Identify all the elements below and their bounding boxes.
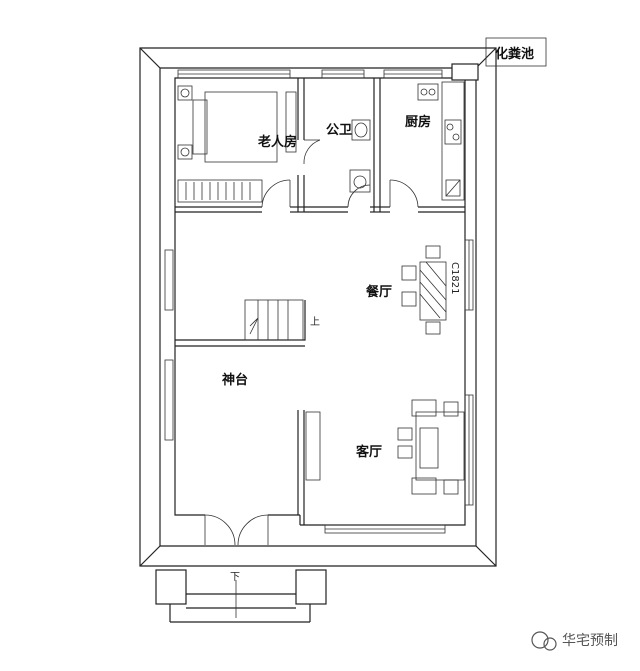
public-wc-label: 公卫: [326, 123, 352, 138]
living-room-label: 客厅: [356, 444, 382, 460]
window-code: C1821: [449, 262, 460, 294]
kitchen-label: 厨房: [405, 114, 431, 130]
septic-tank-label: 化粪池: [495, 46, 534, 62]
porch: [155, 569, 327, 623]
stair-down-label: 下: [230, 572, 240, 583]
entrance-door: [204, 514, 269, 546]
wardrobe-hatching: [185, 182, 251, 200]
elder-room-label: 老人房: [257, 134, 297, 150]
stair-up-label: 上: [310, 316, 320, 328]
interior-walls: [175, 78, 465, 525]
dining-label: 餐厅: [365, 284, 392, 300]
dining-table: [401, 245, 447, 335]
windows: [164, 69, 474, 534]
living-furniture: [305, 399, 465, 495]
staircase: [244, 299, 304, 341]
watermark: 华宅预制: [531, 631, 618, 651]
watermark-text: 华宅预制: [562, 633, 618, 649]
kitchen-fixtures: [389, 81, 465, 208]
wechat-icon: [531, 631, 549, 649]
wc-fixtures: [303, 119, 371, 208]
elder-room-furniture: [177, 85, 297, 208]
septic-tank-marker: 化粪池: [451, 37, 547, 81]
shrine-label: 神台: [222, 372, 248, 388]
